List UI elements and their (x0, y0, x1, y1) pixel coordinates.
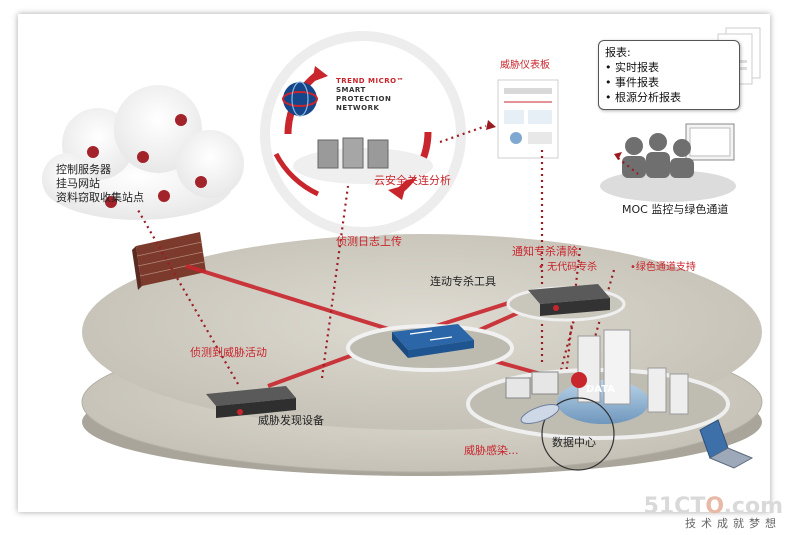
linkage-appliance (506, 284, 626, 322)
linkage-tool-label: 连动专杀工具 (430, 275, 496, 288)
spn-brand: TREND MICRO™ SMART PROTECTION NETWORK (336, 77, 404, 113)
dashboard-title: 威胁仪表板 (500, 60, 550, 71)
site-watermark: 51CTO.com (644, 494, 783, 519)
datacenter (466, 329, 730, 471)
report-title: 报表: (605, 46, 631, 59)
brand-line: SMART (336, 86, 366, 94)
moc-caption: MOC 监控与绿色通道 (622, 203, 729, 216)
watermark-suffix: .com (723, 494, 783, 519)
trend-micro-logo (282, 81, 318, 117)
core-switch (346, 324, 514, 372)
threat-cloud (42, 85, 244, 220)
brand-line: NETWORK (336, 104, 380, 112)
notify-label: 通知专杀清除 (512, 245, 578, 258)
dashboard-doc (497, 79, 559, 159)
brand-line: TREND MICRO™ (336, 77, 405, 85)
discovery-device-label: 威胁发现设备 (258, 414, 324, 427)
report-item: • 实时报表 (605, 61, 659, 74)
arrow-to-dashboard (486, 120, 496, 130)
diagram-canvas (42, 27, 763, 476)
detected-label: 侦测到威胁活动 (190, 346, 267, 359)
cloud-line: 控制服务器 (56, 163, 111, 176)
spn-servers (293, 137, 433, 184)
report-item: • 根源分析报表 (605, 91, 681, 104)
datacenter-label: 数据中心 (552, 436, 596, 449)
infection-label: 威胁感染... (464, 444, 519, 457)
diagram-frame: 控制服务器 挂马网站 资料窃取收集站点 TREND MICRO™ SMART P… (18, 14, 770, 512)
site-slogan: 技术成就梦想 (685, 517, 781, 530)
arrow-to-moc (614, 152, 622, 160)
virus-icon (137, 151, 149, 163)
laptop-icon (699, 419, 754, 469)
brand-line: PROTECTION (336, 95, 392, 103)
spn-caption: 云安全关连分析 (374, 174, 451, 187)
report-box: 报表: • 实时报表 • 事件报表 • 根源分析报表 (598, 40, 740, 110)
green-channel-label: •绿色通道支持 (630, 262, 696, 273)
report-item: • 事件报表 (605, 76, 659, 89)
virus-icon (105, 196, 117, 208)
virus-icons (87, 114, 207, 208)
firewall-icon (132, 232, 206, 290)
data-badge: DATA (586, 384, 616, 395)
virus-icon (195, 176, 207, 188)
virus-icon (158, 190, 170, 202)
discovery-appliance (206, 386, 296, 418)
moc-operators (600, 123, 736, 202)
no-code-label: • 无代码专杀 (538, 262, 598, 273)
virus-icon (175, 114, 187, 126)
cloud-line: 挂马网站 (56, 177, 100, 190)
virus-icon (87, 146, 99, 158)
watermark-o: O (705, 494, 724, 519)
cloud-line: 资料窃取收集站点 (56, 191, 144, 204)
spn-cycle (260, 31, 466, 237)
log-upload-label: 侦测日志上传 (336, 235, 402, 248)
watermark-prefix: 51CT (643, 494, 706, 519)
